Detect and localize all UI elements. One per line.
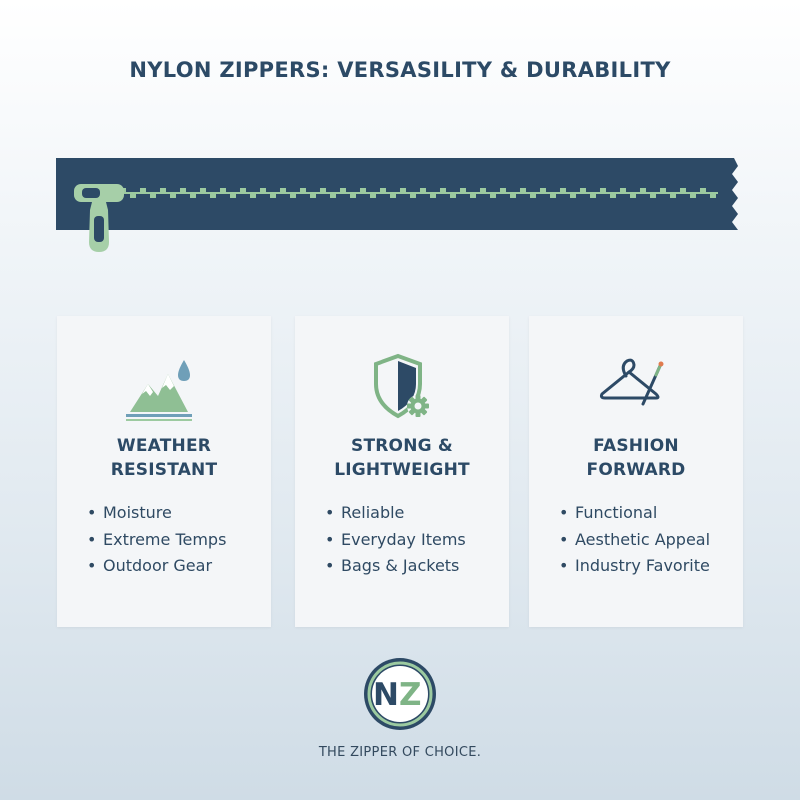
zipper-tooth: [510, 192, 516, 198]
zipper-tooth: [630, 192, 636, 198]
list-item: Reliable: [325, 500, 466, 527]
card-title-line2: RESISTANT: [110, 460, 218, 480]
list-item: Industry Favorite: [559, 553, 710, 580]
zipper-tooth: [460, 188, 466, 194]
zipper-tooth: [130, 192, 136, 198]
zipper-tooth: [450, 192, 456, 198]
zipper-tooth: [200, 188, 206, 194]
zipper-tooth: [550, 192, 556, 198]
zipper-tooth: [410, 192, 416, 198]
zipper-chain-line: [120, 192, 718, 194]
zipper-tooth: [250, 192, 256, 198]
zipper-tooth: [150, 192, 156, 198]
zipper-tooth: [420, 188, 426, 194]
zipper-tooth: [230, 192, 236, 198]
zipper-tooth: [430, 192, 436, 198]
zipper-tooth: [640, 188, 646, 194]
card-strong-lightweight: STRONG & LIGHTWEIGHT Reliable Everyday It…: [295, 316, 509, 627]
list-item: Functional: [559, 500, 710, 527]
zipper-tooth: [180, 188, 186, 194]
zipper-tooth: [330, 192, 336, 198]
zipper-tooth: [620, 188, 626, 194]
zipper-tooth: [530, 192, 536, 198]
list-item: Extreme Temps: [87, 527, 226, 554]
zipper-tooth: [570, 192, 576, 198]
page-title: NYLON ZIPPERS: VERSASILITY & DURABILITY: [129, 58, 671, 82]
zipper-tooth: [310, 192, 316, 198]
zipper-tooth: [690, 192, 696, 198]
zipper-tooth: [580, 188, 586, 194]
feature-list: Functional Aesthetic Appeal Industry Fav…: [559, 500, 710, 580]
shield-gear-icon: [374, 353, 429, 419]
nz-logo: N Z: [362, 656, 438, 732]
zipper-tooth: [650, 192, 656, 198]
zipper-tooth: [160, 188, 166, 194]
zipper-tooth: [680, 188, 686, 194]
zipper-tooth: [710, 192, 716, 198]
zipper-tooth: [560, 188, 566, 194]
zipper-tooth: [590, 192, 596, 198]
zipper-tooth: [490, 192, 496, 198]
list-item: Moisture: [87, 500, 226, 527]
zipper-tooth: [190, 192, 196, 198]
zipper-slider: [74, 184, 124, 252]
zipper-tooth: [660, 188, 666, 194]
zipper-tooth: [600, 188, 606, 194]
zipper-tooth: [210, 192, 216, 198]
zipper-tooth: [280, 188, 286, 194]
card-title-line1: WEATHER: [116, 436, 212, 456]
logo-letter-z: Z: [399, 677, 421, 713]
zipper-tooth: [480, 188, 486, 194]
zipper-tooth: [360, 188, 366, 194]
card-weather-resistant: WEATHER RESISTANT Moisture Extreme Temps …: [57, 316, 271, 627]
list-item: Aesthetic Appeal: [559, 527, 710, 554]
feature-list: Reliable Everyday Items Bags & Jackets: [325, 500, 466, 580]
card-title-line2: FORWARD: [586, 460, 686, 480]
zipper-tooth: [500, 188, 506, 194]
feature-list: Moisture Extreme Temps Outdoor Gear: [87, 500, 226, 580]
zipper-tooth: [670, 192, 676, 198]
zipper-tooth: [270, 192, 276, 198]
list-item: Bags & Jackets: [325, 553, 466, 580]
zipper-tooth: [610, 192, 616, 198]
zipper-tooth: [350, 192, 356, 198]
zipper-tooth: [370, 192, 376, 198]
card-title-line2: LIGHTWEIGHT: [334, 460, 470, 480]
zipper-tooth: [140, 188, 146, 194]
zipper-tooth: [340, 188, 346, 194]
zipper-tooth: [400, 188, 406, 194]
zipper-illustration: [56, 158, 746, 254]
zipper-tooth: [470, 192, 476, 198]
zipper-tooth: [220, 188, 226, 194]
card-title-line1: STRONG &: [351, 436, 453, 456]
zipper-tooth: [300, 188, 306, 194]
zipper-tooth: [320, 188, 326, 194]
zipper-tooth: [440, 188, 446, 194]
zipper-tooth: [380, 188, 386, 194]
zipper-tooth: [170, 192, 176, 198]
zipper-tooth: [290, 192, 296, 198]
mountain-icon: [126, 360, 192, 421]
card-title-line1: FASHION: [593, 436, 679, 456]
hanger-needle-icon: [599, 358, 664, 406]
tagline: THE ZIPPER OF CHOICE.: [318, 745, 482, 760]
zipper-tooth: [240, 188, 246, 194]
zipper-tooth: [520, 188, 526, 194]
zipper-teeth: [120, 188, 718, 198]
zipper-tooth: [260, 188, 266, 194]
zipper-tooth: [540, 188, 546, 194]
zipper-tooth: [700, 188, 706, 194]
list-item: Everyday Items: [325, 527, 466, 554]
logo-letter-n: N: [373, 677, 399, 713]
list-item: Outdoor Gear: [87, 553, 226, 580]
card-fashion-forward: FASHION FORWARD Functional Aesthetic Appe…: [529, 316, 743, 627]
zipper-tooth: [390, 192, 396, 198]
